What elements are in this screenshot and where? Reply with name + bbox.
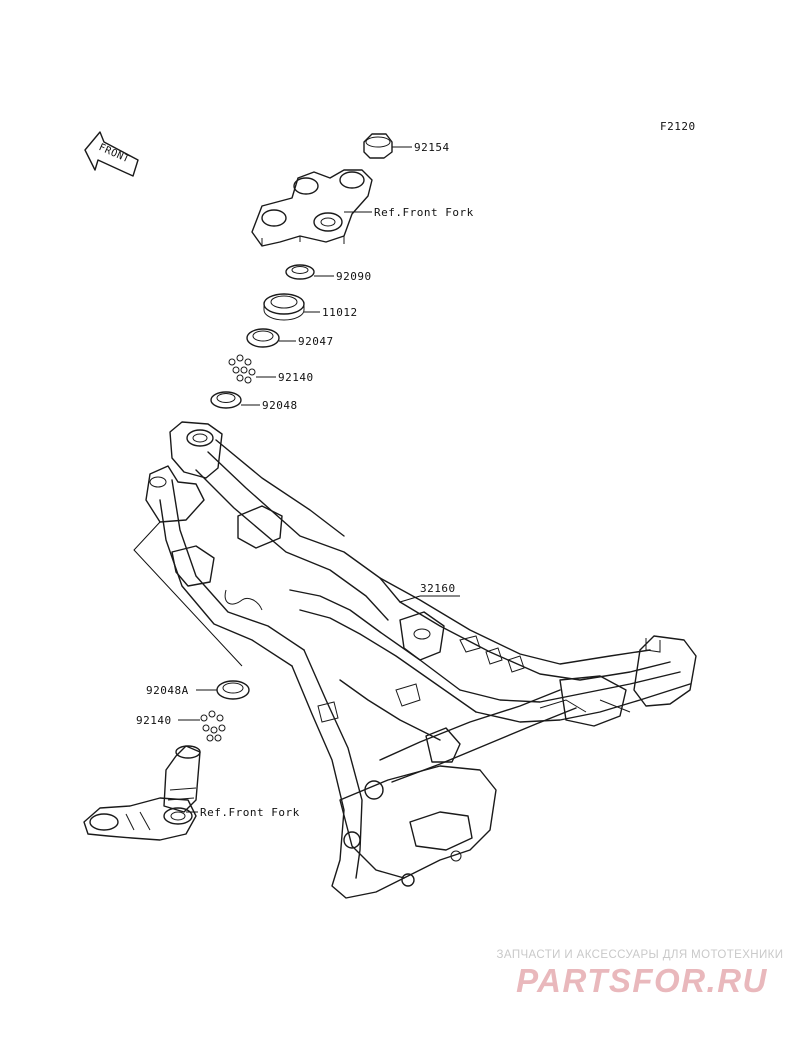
label-92154[interactable]: 92154 [414, 141, 450, 154]
part-92048-race[interactable] [210, 391, 242, 409]
part-92047-bearing[interactable] [246, 328, 280, 348]
part-92048A-race[interactable] [216, 680, 250, 700]
watermark-caption: ЗАПЧАСТИ И АКСЕССУАРЫ ДЛЯ МОТОТЕХНИКИ [496, 949, 784, 961]
front-arrow-icon: FRONT [84, 131, 139, 177]
part-92154-nut[interactable] [363, 133, 393, 159]
label-92048A[interactable]: 92048A [146, 684, 189, 697]
diagram-code: F2120 [660, 120, 696, 133]
label-ref-front-fork-upper[interactable]: Ref.Front Fork [374, 206, 474, 219]
label-92090[interactable]: 92090 [336, 270, 372, 283]
label-11012[interactable]: 11012 [322, 306, 358, 319]
label-ref-front-fork-lower[interactable]: Ref.Front Fork [200, 806, 300, 819]
part-92140-balls-upper[interactable] [228, 354, 256, 384]
main-frame[interactable] [145, 421, 697, 899]
label-32160[interactable]: 32160 [420, 582, 456, 595]
upper-triple-clamp[interactable] [251, 169, 373, 247]
label-92048[interactable]: 92048 [262, 399, 298, 412]
label-92047[interactable]: 92047 [298, 335, 334, 348]
label-92140-lower[interactable]: 92140 [136, 714, 172, 727]
part-92090-seal[interactable] [285, 264, 315, 280]
label-92140-upper[interactable]: 92140 [278, 371, 314, 384]
watermark-logo: PARTSFOR.RU [516, 962, 768, 999]
part-92140-balls-lower[interactable] [200, 710, 226, 742]
steering-stem-lower-clamp[interactable] [83, 745, 201, 841]
part-11012-cap[interactable] [263, 293, 305, 321]
